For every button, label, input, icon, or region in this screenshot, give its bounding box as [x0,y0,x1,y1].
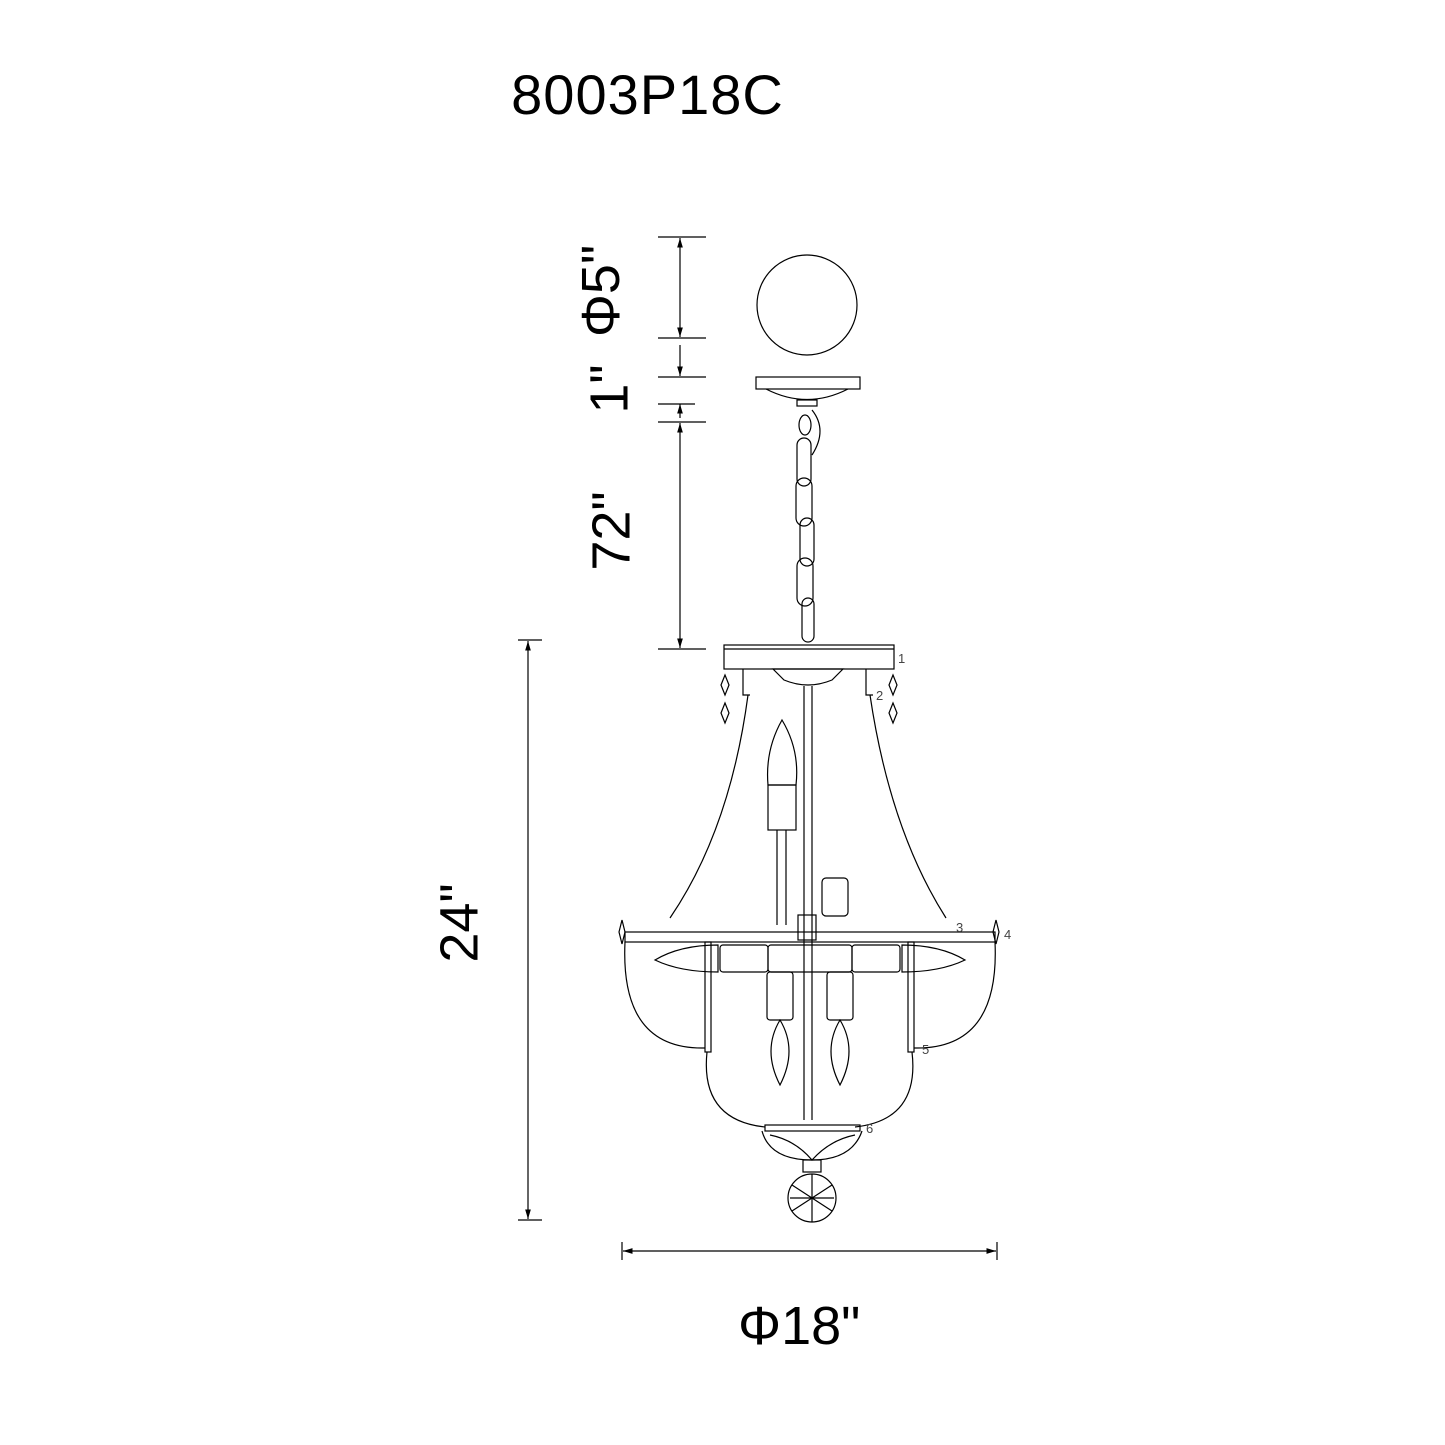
top-cup [771,668,845,686]
chain [795,409,821,643]
bottom-bowl-rim [764,1124,861,1132]
callout-5: 5 [922,1042,929,1057]
left-bulb [653,944,719,973]
crystal-band [723,644,895,670]
canopy-dimension-lines [658,236,706,650]
canopy-plate [755,376,861,390]
canopy-top-view [756,254,858,356]
width-dimension-line [621,1242,998,1260]
model-number-title: 8003P18C [511,63,784,126]
callout-3: 3 [956,920,963,935]
lower-bulb-right [830,1018,850,1087]
fixture-diameter-label: Φ18" [738,1296,861,1356]
bottom-bowl [761,1130,863,1161]
callout-6: 6 [866,1121,873,1136]
callout-1: 1 [898,651,905,666]
arm-ring [624,931,996,943]
upper-bulb [766,718,798,786]
callout-2: 2 [876,688,883,703]
callout-4: 4 [1004,927,1011,942]
right-bulb [901,944,967,973]
height-dimension-line [518,639,542,1221]
lower-bulb-left [770,1018,790,1087]
